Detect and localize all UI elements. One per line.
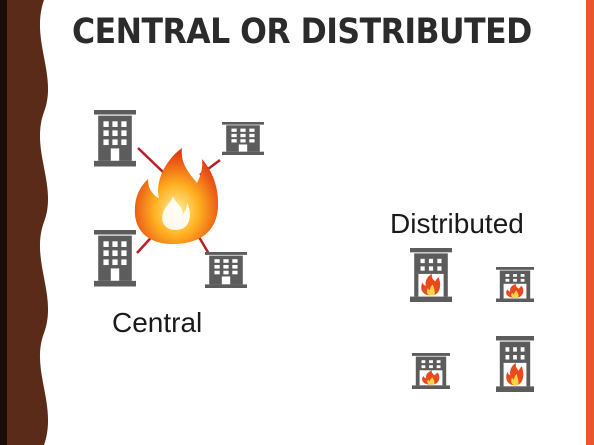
fire-icon xyxy=(134,148,219,244)
slide-title: CENTRAL OR DISTRIBUTED xyxy=(72,12,532,52)
distributed-label: Distributed xyxy=(390,208,524,239)
building-icon xyxy=(94,230,136,287)
building-with-fire-icon xyxy=(496,336,534,392)
building-with-fire-icon xyxy=(410,248,452,302)
central-label: Central xyxy=(112,307,202,338)
wavy-left-border xyxy=(0,0,49,445)
right-accent-bar xyxy=(582,0,594,445)
connector-line xyxy=(137,147,164,173)
building-with-fire-icon xyxy=(496,267,534,302)
building-icon xyxy=(94,110,136,167)
building-with-fire-icon xyxy=(412,353,450,389)
building-icon xyxy=(222,122,264,155)
building-icon xyxy=(205,252,247,288)
